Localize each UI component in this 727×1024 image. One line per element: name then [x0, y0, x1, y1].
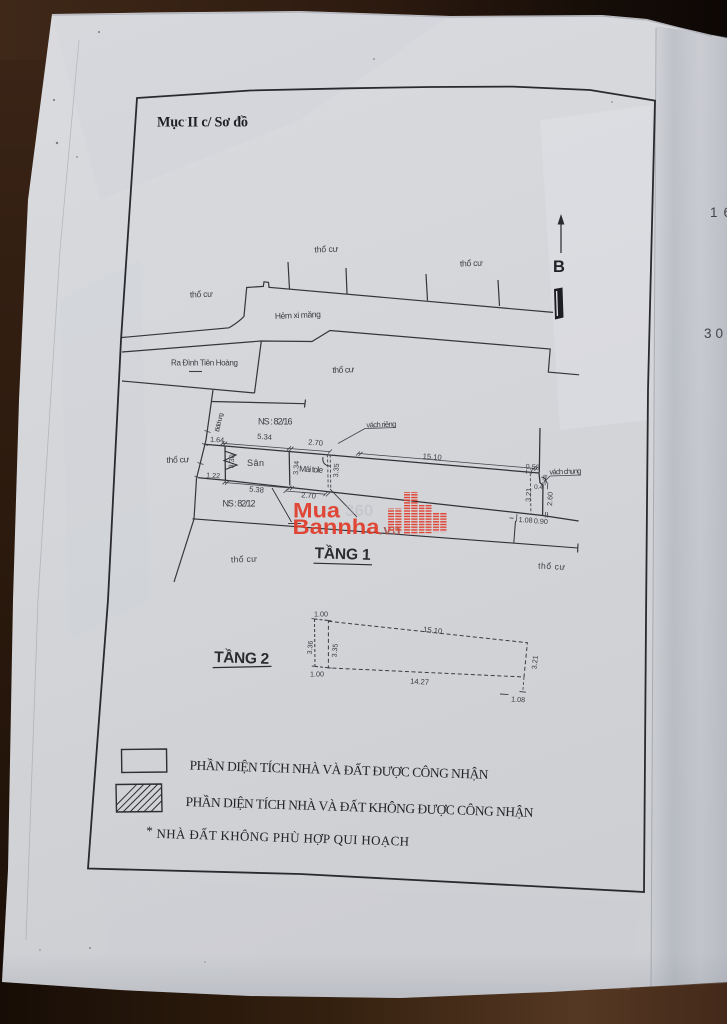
- svg-text:Bannha: Bannha: [293, 515, 381, 539]
- svg-text:thổ cư: thổ cư: [538, 561, 566, 572]
- svg-text:3.35: 3.35: [331, 463, 341, 478]
- svg-text:3.21: 3.21: [524, 488, 534, 502]
- svg-text:16: 16: [710, 205, 727, 220]
- svg-text:3.21: 3.21: [530, 655, 540, 670]
- svg-text:thổ cư: thổ cư: [460, 258, 484, 269]
- svg-text:3.35: 3.35: [332, 643, 340, 657]
- svg-text:2.70: 2.70: [301, 490, 317, 500]
- svg-text:vách chung: vách chung: [549, 466, 581, 476]
- svg-text:30: 30: [704, 326, 727, 341]
- svg-text:5.34: 5.34: [257, 432, 272, 442]
- svg-text:0.4: 0.4: [534, 484, 544, 491]
- svg-text:3.08: 3.08: [542, 474, 550, 486]
- svg-text:360: 360: [345, 501, 373, 520]
- svg-text:TẦNG 2: TẦNG 2: [214, 649, 271, 668]
- svg-text:15.10: 15.10: [423, 625, 443, 636]
- svg-text:lối đi chung: lối đi chung: [214, 412, 225, 433]
- svg-text:1.08: 1.08: [518, 515, 532, 525]
- svg-text:1.64: 1.64: [210, 435, 224, 445]
- svg-text:NS : 82/16: NS : 82/16: [258, 417, 293, 427]
- svg-text:Mua: Mua: [293, 499, 341, 523]
- svg-text:3.36: 3.36: [307, 640, 315, 654]
- svg-text:15.10: 15.10: [422, 452, 442, 463]
- svg-text:3.34: 3.34: [291, 461, 301, 476]
- svg-text:0.90: 0.90: [534, 516, 548, 526]
- svg-text:Sân: Sân: [247, 458, 264, 468]
- svg-text:5.38: 5.38: [249, 485, 265, 495]
- svg-text:thổ cư: thổ cư: [190, 289, 214, 300]
- svg-text:0,50: 0,50: [525, 462, 540, 472]
- svg-text:thổ cư: thổ cư: [314, 244, 339, 255]
- svg-text:1.08: 1.08: [511, 695, 525, 705]
- svg-text:Mục II c/ Sơ đồ: Mục II c/ Sơ đồ: [157, 115, 248, 131]
- svg-text:thổ cư: thổ cư: [332, 364, 355, 375]
- svg-text:B: B: [553, 258, 565, 276]
- svg-text:3.30: 3.30: [227, 454, 237, 469]
- svg-text:14.27: 14.27: [410, 677, 429, 687]
- svg-text:2.70: 2.70: [308, 438, 323, 448]
- svg-text:TẦNG 1: TẦNG 1: [314, 545, 372, 564]
- svg-text:2.60: 2.60: [545, 492, 555, 506]
- svg-text:1.22: 1.22: [206, 471, 220, 481]
- svg-text:thổ cư: thổ cư: [231, 554, 258, 565]
- svg-text:Mái tole: Mái tole: [299, 464, 324, 475]
- svg-text:1.00: 1.00: [314, 609, 328, 618]
- svg-text:Ra Đình Tiên Hoàng: Ra Đình Tiên Hoàng: [171, 359, 238, 368]
- svg-text:Hẻm xi măng: Hẻm xi măng: [275, 309, 322, 321]
- svg-text:NS : 82/12: NS : 82/12: [223, 499, 256, 509]
- svg-text:thổ cư: thổ cư: [166, 454, 190, 465]
- svg-text:1.00: 1.00: [310, 670, 324, 679]
- svg-text:vách riêng: vách riêng: [366, 419, 396, 429]
